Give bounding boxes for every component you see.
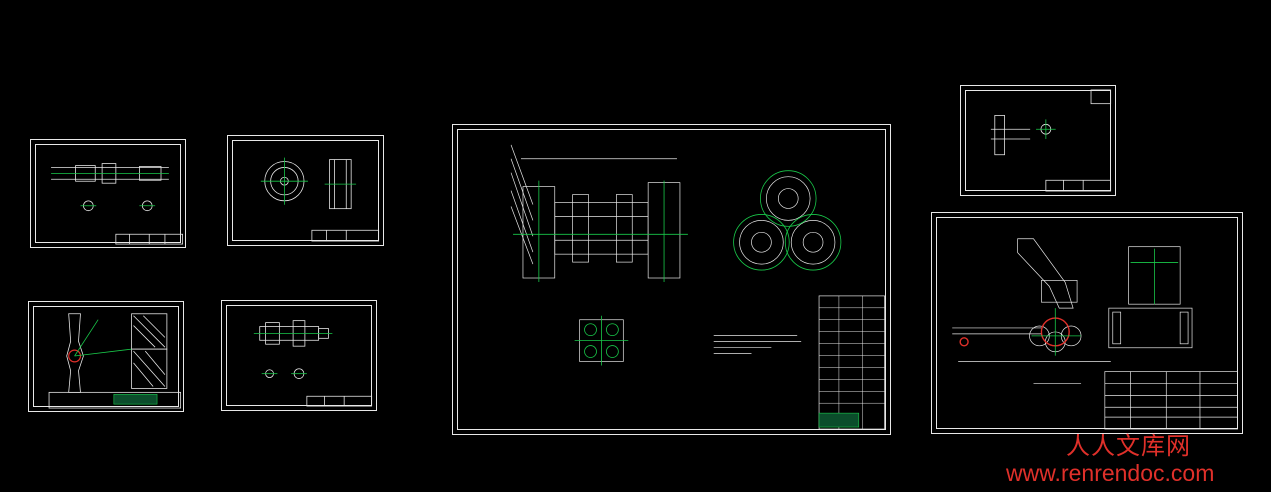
assembly-drawing-view — [510, 144, 885, 430]
drawing-sheet-small-part[interactable] — [960, 85, 1116, 196]
sheet-border — [936, 217, 1238, 429]
drawing-sheet-assembly-main[interactable] — [452, 124, 891, 435]
shaft-drawing-view — [51, 163, 183, 245]
shaft-2-drawing-view — [253, 320, 373, 407]
sheet-border — [226, 305, 372, 406]
drawing-sheet-arm-bracket[interactable] — [28, 301, 184, 412]
drawing-sheet-shaft-2[interactable] — [221, 300, 377, 411]
watermark-brand: 人人文库网 — [1066, 432, 1191, 460]
side-assembly-drawing-view — [952, 238, 1238, 430]
drawing-sheet-shaft-1[interactable] — [30, 139, 186, 248]
drawing-sheet-wheel-disc[interactable] — [227, 135, 384, 246]
small-part-drawing-view — [990, 89, 1112, 192]
sheet-border — [33, 306, 179, 407]
sheet-border — [232, 140, 379, 241]
arm-bracket-drawing-view — [48, 313, 182, 409]
drawing-sheet-assembly-side[interactable] — [931, 212, 1243, 434]
watermark-url[interactable]: www.renrendoc.com — [1006, 460, 1215, 486]
sheet-border — [965, 90, 1111, 191]
sheet-border — [457, 129, 886, 430]
sheet-border — [35, 144, 181, 243]
wheel-disc-drawing-view — [260, 157, 380, 242]
